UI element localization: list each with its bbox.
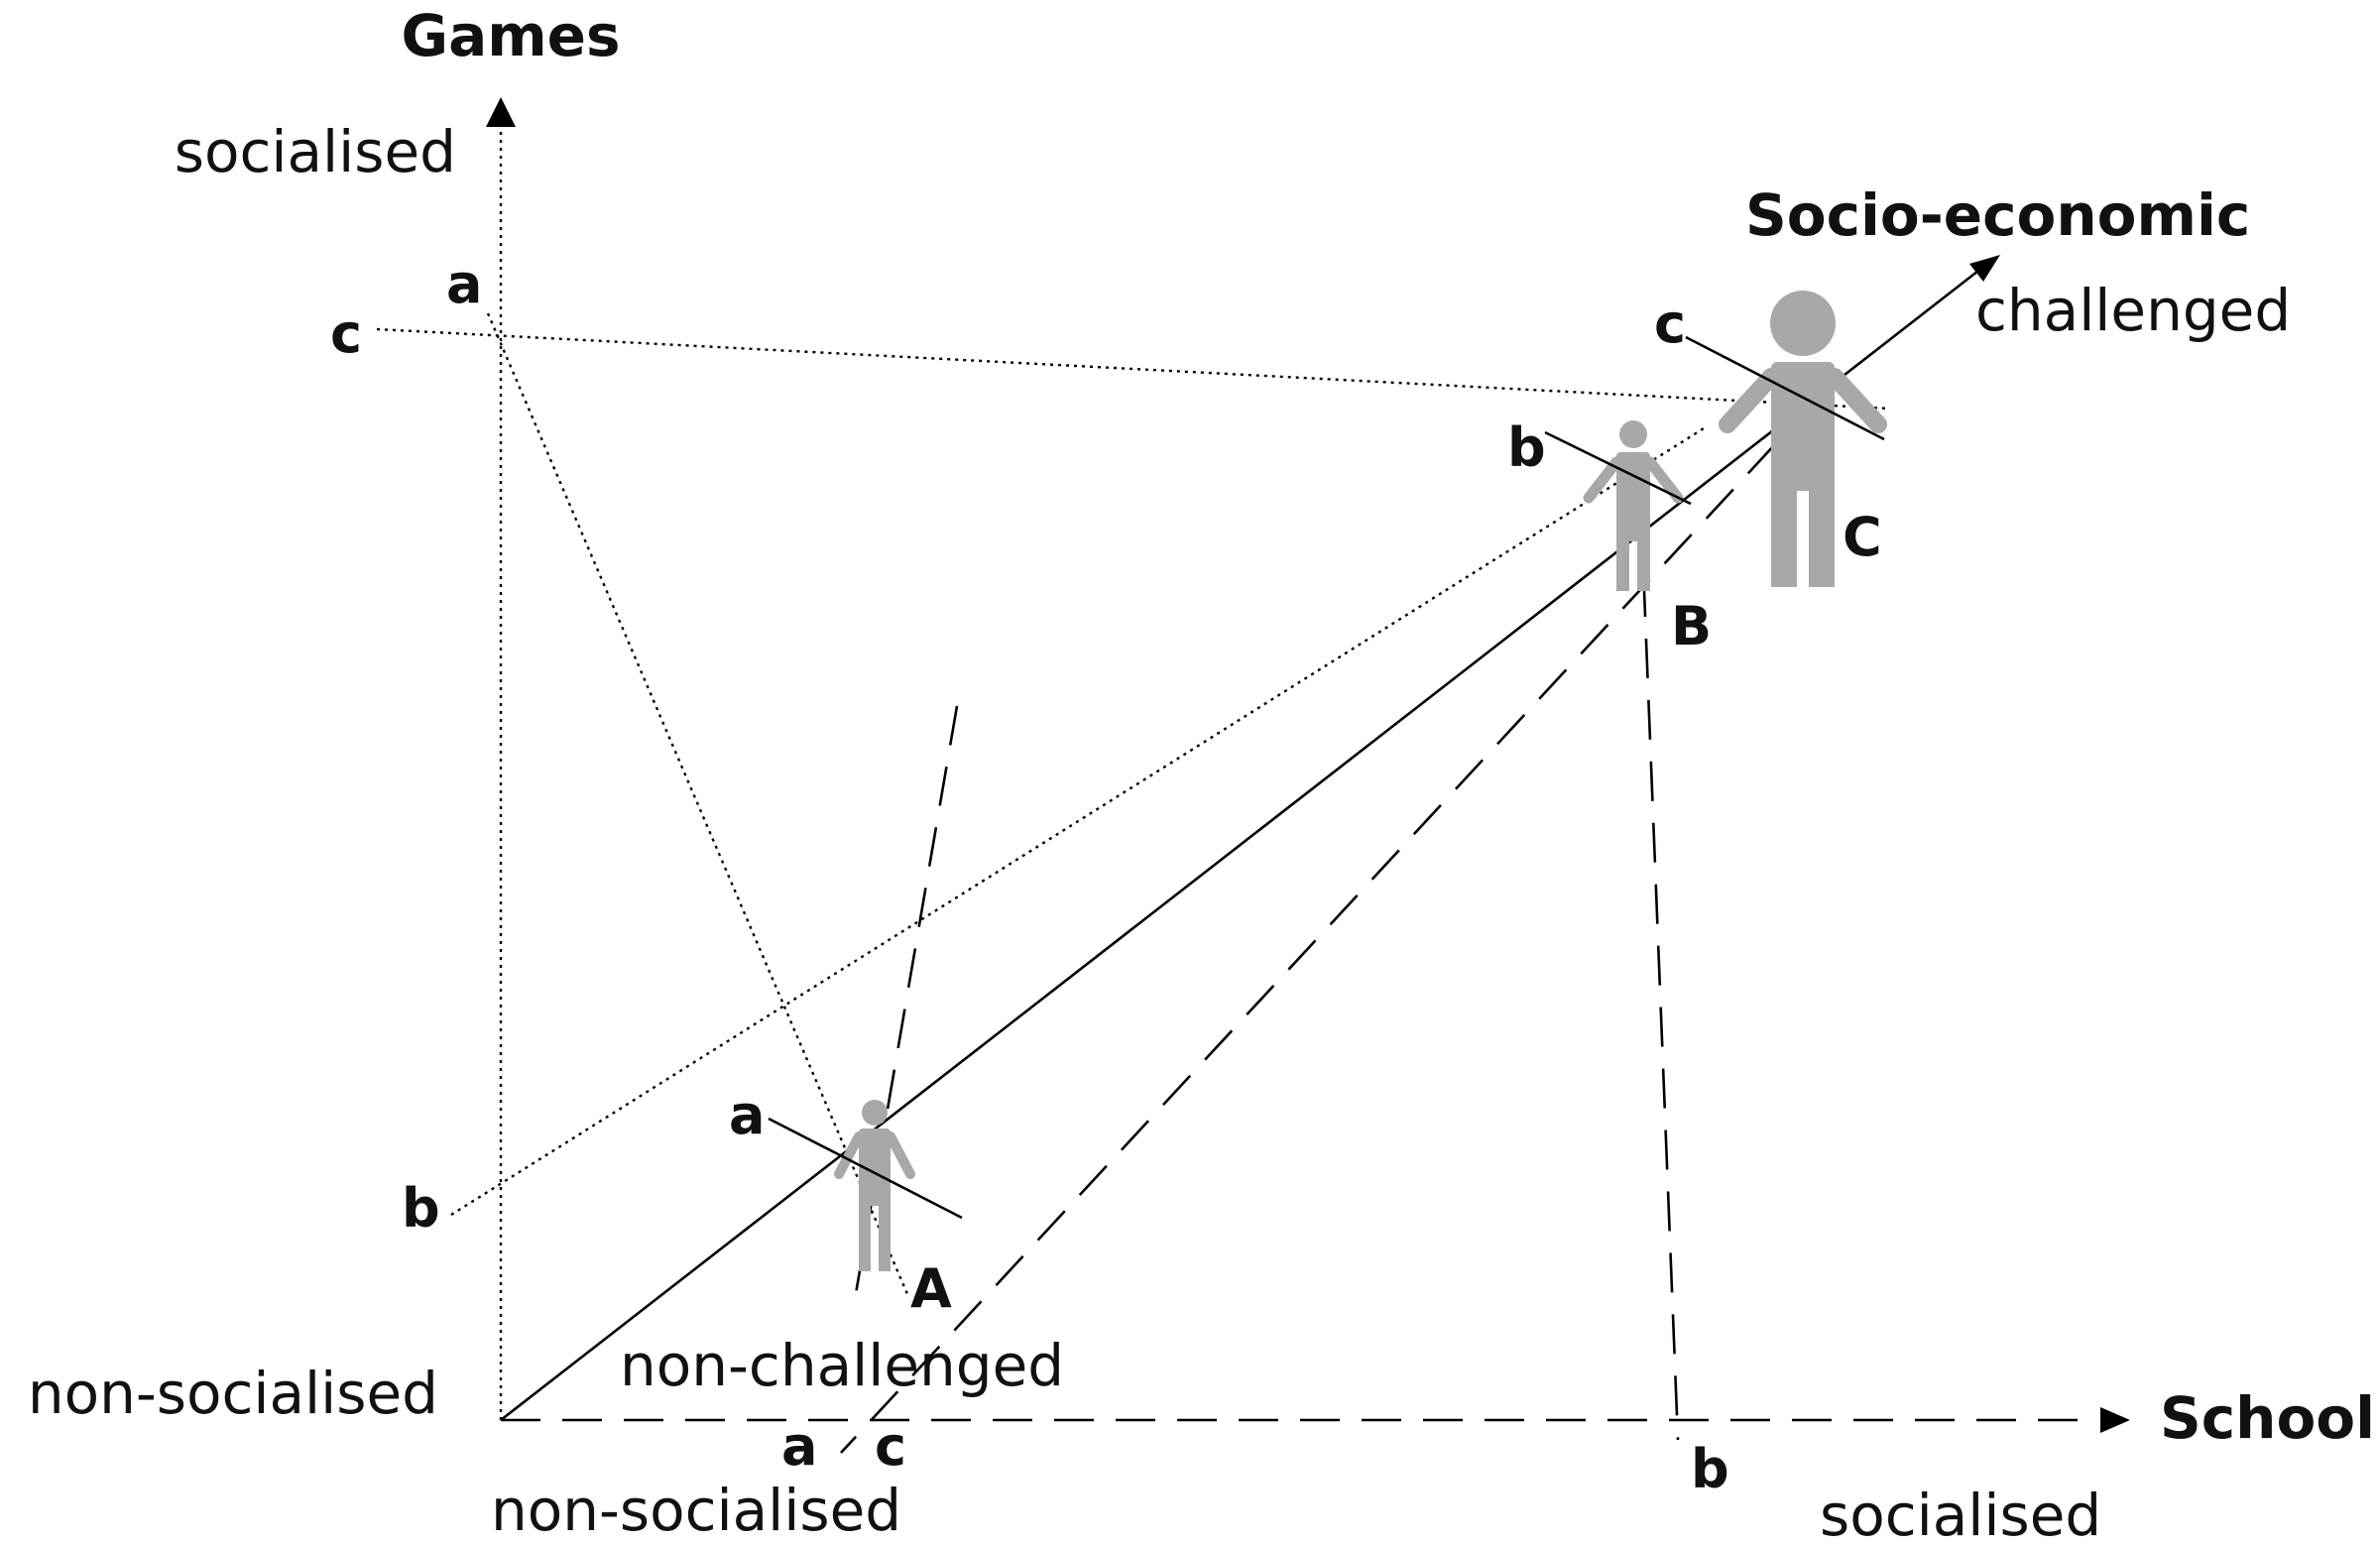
games-non-socialised-label: non-socialised xyxy=(28,1360,438,1427)
projection-c-to-school xyxy=(840,443,1776,1454)
games-projection-label-b: b xyxy=(402,1177,440,1240)
school-axis-arrow-icon xyxy=(2100,1407,2130,1433)
projection-c-to-games xyxy=(376,327,1890,411)
school-projection-label-a: a xyxy=(781,1415,817,1478)
socio-economic-challenged-label: challenged xyxy=(1975,277,2291,344)
person-a-figure xyxy=(768,1100,963,1271)
school-axis-title: School xyxy=(2160,1384,2375,1452)
person-b-figure xyxy=(1544,420,1692,591)
person-a-tick-label: a xyxy=(729,1084,765,1146)
person-c-tick xyxy=(1685,335,1885,441)
games-axis-title: Games xyxy=(401,2,620,69)
person-a-tick xyxy=(768,1117,963,1220)
games-socialised-label: socialised xyxy=(175,118,456,185)
projection-b-to-games xyxy=(450,426,1705,1217)
socio-economic-axis-title: Socio-economic xyxy=(1745,181,2250,249)
games-axis xyxy=(486,97,516,1420)
person-b-tick xyxy=(1544,430,1692,506)
games-projection-lines xyxy=(376,312,1890,1295)
person-c-figure xyxy=(1685,291,1887,587)
school-non-socialised-label: non-socialised xyxy=(491,1477,901,1544)
person-b-tick-label: b xyxy=(1507,416,1546,479)
games-projection-label-a: a xyxy=(446,253,482,315)
socio-economic-axis xyxy=(500,255,2000,1422)
person-b-label: B xyxy=(1671,595,1712,657)
projection-b-to-school xyxy=(1639,515,1680,1441)
socio-economic-non-challenged-label: non-challenged xyxy=(620,1332,1064,1399)
school-axis xyxy=(501,1407,2130,1433)
projection-a-to-games xyxy=(486,312,909,1295)
school-projection-label-b: b xyxy=(1691,1438,1729,1500)
socio-economic-axis-arrow-icon xyxy=(1969,255,2000,282)
school-projection-label-c: c xyxy=(875,1415,906,1478)
school-socialised-label: socialised xyxy=(1820,1482,2101,1545)
person-a-label: A xyxy=(910,1257,952,1320)
person-c-label: C xyxy=(1843,506,1882,568)
person-c-tick-label: c xyxy=(1654,293,1686,355)
school-projection-lines xyxy=(840,443,1776,1454)
games-projection-label-c: c xyxy=(330,302,362,365)
games-axis-arrow-icon xyxy=(486,97,516,127)
